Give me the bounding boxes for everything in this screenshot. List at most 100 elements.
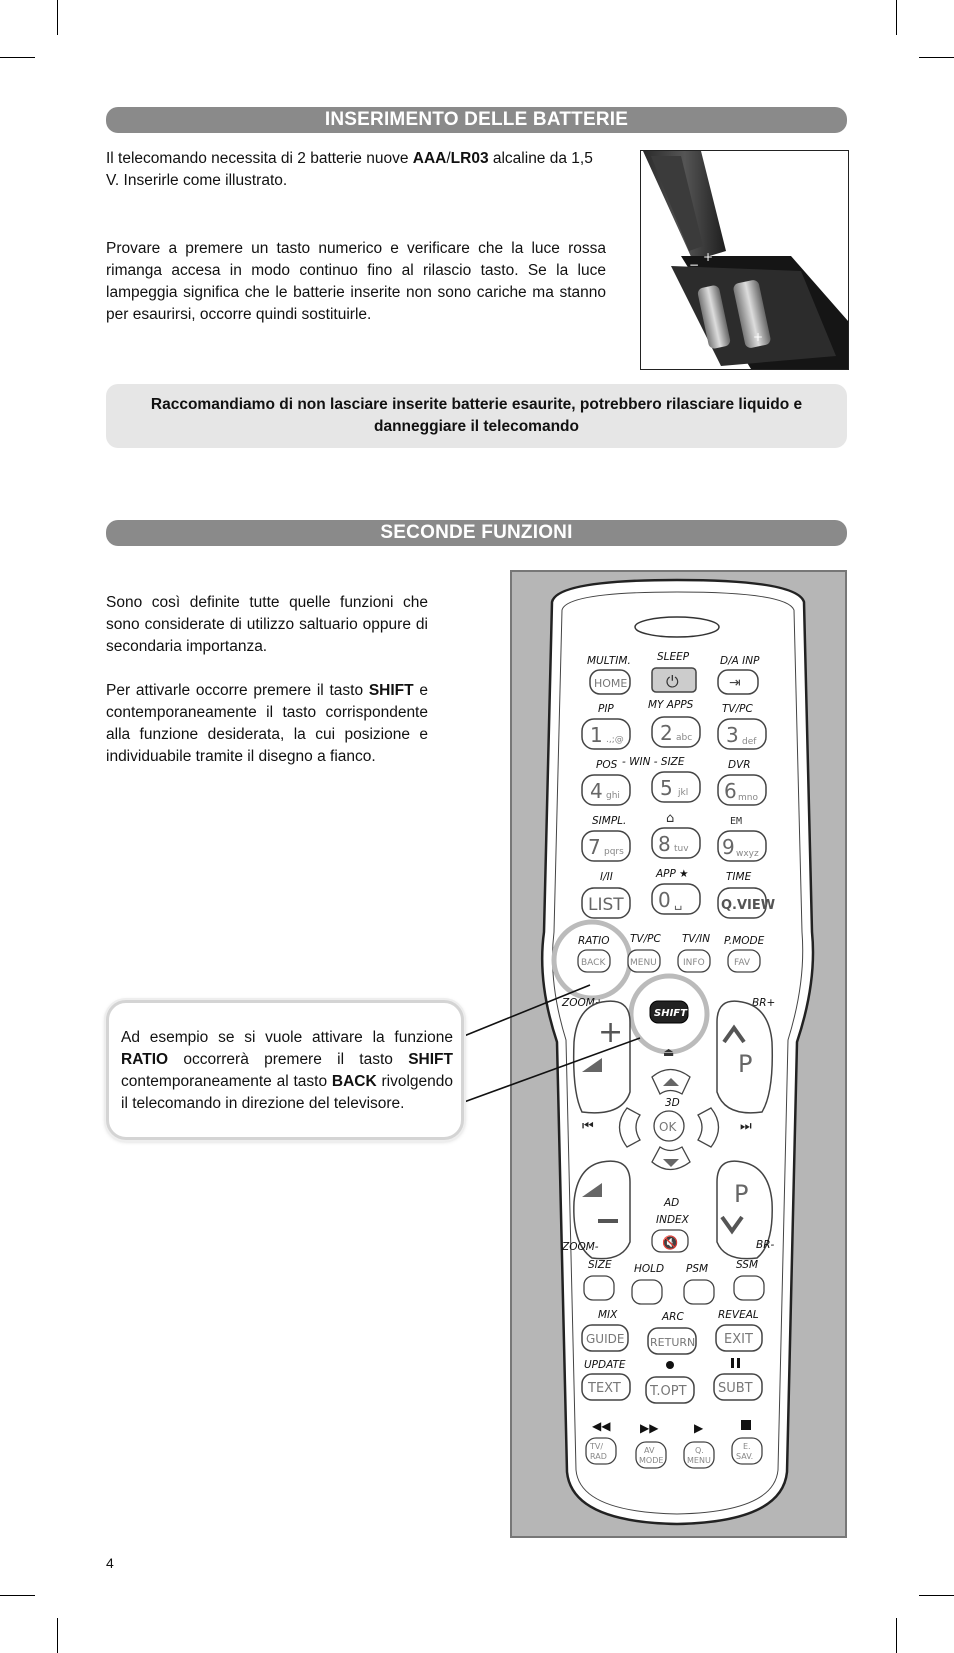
nav-down-button[interactable]: [651, 1146, 691, 1171]
record-icon: [666, 1361, 674, 1369]
home-icon: ⌂: [666, 811, 674, 826]
crop-mark: [0, 57, 35, 58]
input-icon: ⇥: [729, 675, 741, 691]
ok-button[interactable]: [653, 1110, 685, 1142]
label-pos: POS: [596, 759, 618, 771]
key-letters: tuv: [674, 844, 689, 854]
battery-warning-box: Raccomandiamo di non lasciare inserite b…: [106, 384, 847, 448]
subt-button[interactable]: SUBT: [713, 1373, 763, 1401]
key-letters: def: [742, 737, 757, 747]
label-br-plus: BR+: [752, 997, 775, 1009]
q-menu-button[interactable]: Q.MENU: [683, 1441, 715, 1469]
label-psm: PSM: [686, 1263, 708, 1275]
key-digit: 4: [590, 779, 603, 803]
menu-button[interactable]: MENU: [627, 949, 661, 973]
remote-control-drawing: MULTIM. SLEEP D/A INP HOME ⏻ ⇥ PIP MY AP…: [540, 578, 815, 1526]
mute-button[interactable]: [651, 1229, 689, 1253]
shift-label: SHIFT: [654, 1008, 688, 1019]
power-button[interactable]: [651, 667, 697, 693]
chevron-up-icon: [722, 1024, 746, 1044]
number-key-0[interactable]: 0␣: [651, 883, 701, 915]
arrow-down-icon: [663, 1159, 679, 1167]
label-3d: 3D: [665, 1097, 680, 1109]
guide-label: GUIDE: [586, 1332, 624, 1346]
fav-button[interactable]: FAV: [727, 949, 761, 973]
polarity-mark: −: [689, 258, 699, 272]
program-label: P: [738, 1050, 752, 1078]
fav-label: FAV: [734, 958, 751, 968]
arrow-up-icon: [663, 1078, 679, 1086]
green-button[interactable]: [631, 1279, 663, 1305]
key-letters: pqrs: [604, 847, 624, 857]
stop-icon: [741, 1420, 751, 1430]
remote-battery-illustration: − + +: [643, 151, 848, 369]
mute-icon: 🔇: [662, 1235, 678, 1251]
remote-control-figure: MULTIM. SLEEP D/A INP HOME ⏻ ⇥ PIP MY AP…: [510, 570, 847, 1538]
crop-mark: [57, 0, 58, 35]
eject-icon: ⏏: [663, 1045, 674, 1059]
channel-down-rocker[interactable]: [716, 1160, 773, 1260]
text-label: TEXT: [587, 1381, 621, 1396]
label-ad: AD: [663, 1197, 679, 1209]
qview-button[interactable]: Q.VIEW: [717, 887, 775, 919]
nav-right-button[interactable]: [697, 1107, 720, 1148]
key-digit: 2: [660, 721, 673, 745]
yellow-button[interactable]: [683, 1279, 715, 1305]
pause-icon: [731, 1358, 734, 1368]
battery-warning-text: Raccomandiamo di non lasciare inserite b…: [150, 396, 803, 435]
text-run: /: [446, 150, 451, 167]
return-button[interactable]: RETURN: [647, 1327, 697, 1355]
blue-button[interactable]: [733, 1275, 765, 1301]
label-p-mode: P.MODE: [724, 935, 765, 947]
topt-button[interactable]: T.OPT: [645, 1376, 695, 1404]
e-sav-button[interactable]: E.SAV.: [731, 1437, 763, 1465]
key-digit: 6: [724, 779, 737, 803]
label-my-apps: MY APPS: [648, 699, 694, 711]
text-run: Ad esempio se si vuole attivare la funzi…: [121, 1029, 453, 1046]
number-key-1[interactable]: 1.,;@: [581, 718, 631, 750]
back-button[interactable]: BACK: [577, 949, 611, 973]
shift-keyword: SHIFT: [408, 1051, 453, 1068]
label-win-size: - WIN - SIZE: [622, 756, 685, 768]
key-letters: mno: [738, 793, 758, 803]
av-mode-label: AV: [644, 1446, 655, 1455]
key-digit: 5: [660, 776, 673, 800]
red-button[interactable]: [583, 1275, 615, 1301]
home-button[interactable]: [589, 669, 631, 695]
exit-button[interactable]: EXIT: [715, 1324, 763, 1352]
label-tv-pc: TV/PC: [722, 703, 753, 715]
label-zoom-minus: ZOOM-: [561, 1241, 599, 1253]
volume-down-rocker[interactable]: [573, 1160, 631, 1260]
guide-button[interactable]: GUIDE: [581, 1324, 629, 1352]
q-menu-label: Q.: [695, 1446, 704, 1455]
text-run: alcaline da 1,5 V. Inserirle come illust…: [106, 150, 593, 189]
second-functions-paragraph-1: Sono così definite tutte quelle funzioni…: [106, 594, 428, 655]
da-inp-button[interactable]: [717, 669, 759, 695]
label-simpl: SIMPL.: [592, 815, 626, 827]
skip-back-icon: ⏮: [582, 1119, 594, 1134]
key-letters: ␣: [674, 896, 682, 911]
crop-mark: [896, 0, 897, 35]
battery-paragraph-2: Provare a premere un tasto numerico e ve…: [106, 240, 606, 323]
text-run: contemporaneamente al tasto: [121, 1073, 332, 1090]
second-functions-paragraph-2: Per attivarle occorre premere il tasto S…: [106, 680, 428, 768]
list-button[interactable]: LIST: [581, 887, 631, 919]
back-label: BACK: [581, 958, 606, 968]
crop-mark: [896, 1618, 897, 1653]
info-button[interactable]: INFO: [677, 949, 711, 973]
nav-left-button[interactable]: [618, 1107, 641, 1148]
tv-rad-button[interactable]: TV/RAD: [585, 1437, 617, 1465]
example-callout: Ad esempio se si vuole attivare la funzi…: [106, 1000, 464, 1140]
text-button[interactable]: TEXT: [581, 1373, 631, 1401]
label-hold: HOLD: [634, 1263, 664, 1275]
shift-button[interactable]: SHIFT: [649, 1000, 689, 1024]
